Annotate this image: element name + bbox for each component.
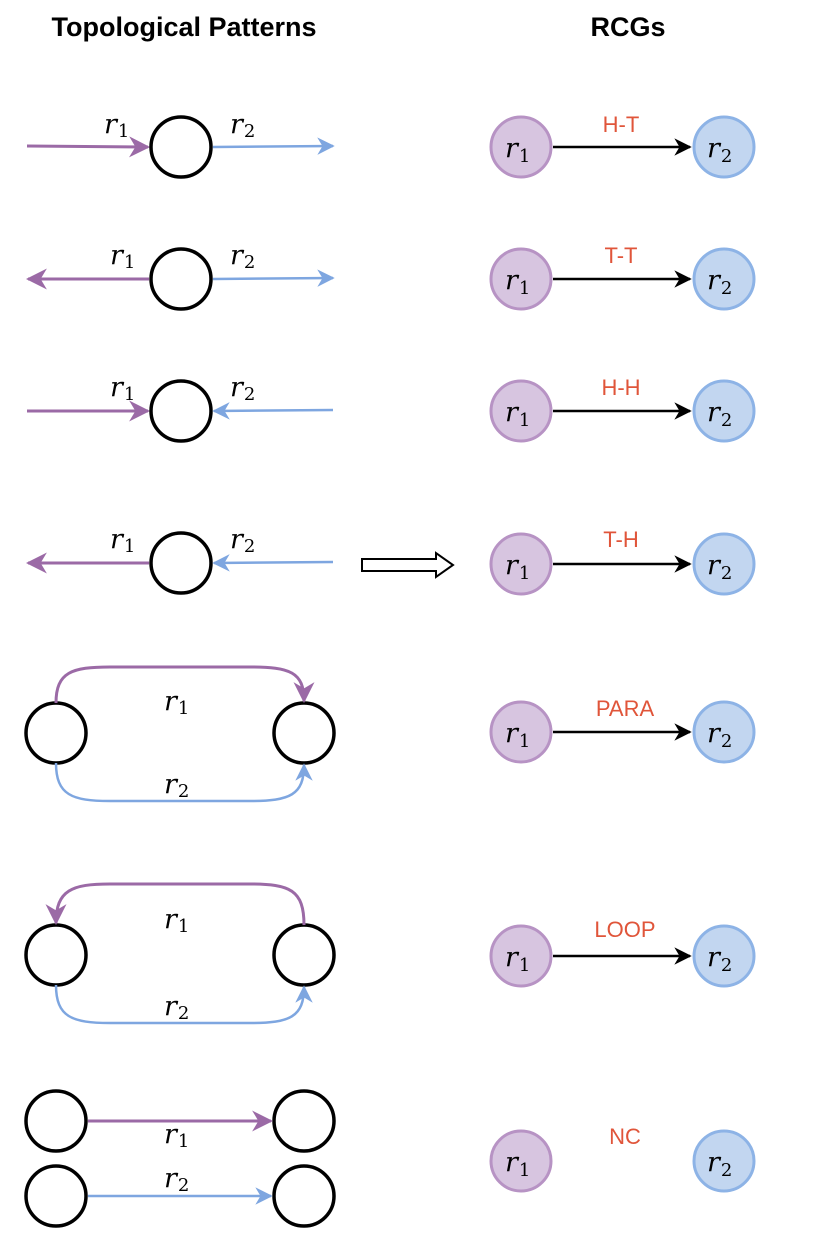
rcg-label: H-H [601,375,640,400]
rcg-nc: NC r1 r2 [489,1124,756,1193]
r1-node [489,1129,553,1193]
rcg-label: LOOP [594,917,655,942]
r2-edge [212,269,335,287]
rcg-hh: H-H r1 r2 [489,375,756,443]
rcg-ht: H-T r1 r2 [489,112,756,179]
r2-node-label: r2 [707,133,732,167]
entity-node-bottom-left [24,1164,88,1228]
r2-label: r2 [230,240,255,273]
rcg-label: T-T [605,243,638,268]
r2-label: r2 [164,769,189,802]
r1-label: r1 [164,1119,189,1152]
rcg-label: PARA [596,696,655,721]
r2-node [692,379,756,443]
r1-node [489,247,553,311]
r2-label: r2 [230,524,255,557]
r2-label: r2 [230,372,255,405]
pattern-loop: r1 r2 [24,882,336,1025]
r1-label: r1 [164,904,189,937]
r1-node-label: r1 [505,1147,530,1181]
r2-label: r2 [164,991,189,1024]
r2-edge [54,984,313,1025]
r2-node-label: r2 [707,942,732,976]
r1-node [489,379,553,443]
r2-node [692,1129,756,1193]
r1-label: r1 [164,686,189,719]
r1-node-label: r1 [505,397,530,431]
entity-node-left [24,701,88,765]
r2-node [692,115,756,179]
r1-node-label: r1 [505,133,530,167]
rcg-loop: LOOP r1 r2 [489,917,756,988]
r1-label: r1 [104,109,129,142]
r1-edge [54,665,315,704]
r2-node [692,924,756,988]
r2-node-label: r2 [707,265,732,299]
r1-node [489,115,553,179]
rcg-para: PARA r1 r2 [489,696,756,764]
entity-node [149,379,213,443]
entity-node [149,531,213,595]
rcg-tt: T-T r1 r2 [489,243,756,311]
transform-arrow [361,551,455,579]
entity-node-top-left [24,1089,88,1153]
rcg-th: T-H r1 r2 [489,527,756,596]
r2-label: r2 [230,109,255,142]
r1-node-label: r1 [505,550,530,584]
r2-edge [212,402,334,420]
pattern-nc: r1 r2 [24,1089,336,1228]
r2-edge [212,137,335,155]
r2-node-label: r2 [707,1147,732,1181]
r2-node [692,700,756,764]
rcg-label: H-T [603,112,640,137]
r2-node [692,247,756,311]
r1-label: r1 [110,524,135,557]
r2-label: r2 [164,1163,189,1196]
r1-edge [45,882,306,926]
r2-edge [54,762,313,803]
pattern-para: r1 r2 [24,665,336,803]
r1-node [489,532,553,596]
entity-node-bottom-right [272,1164,336,1228]
r1-label: r1 [110,240,135,273]
pattern-th: r1 r2 [25,524,334,595]
r2-node-label: r2 [707,397,732,431]
left-header: Topological Patterns [51,12,316,42]
entity-node [149,247,213,311]
r2-node-label: r2 [707,550,732,584]
entity-node-right [272,701,336,765]
r1-node [489,700,553,764]
r2-edge [212,554,334,572]
r1-label: r1 [110,372,135,405]
entity-node-right [272,923,336,987]
r1-edge [26,136,151,158]
r2-node-label: r2 [707,718,732,752]
entity-node [149,115,213,179]
rcg-label: T-H [603,527,638,552]
r1-node [489,924,553,988]
r1-node-label: r1 [505,265,530,299]
r1-node-label: r1 [505,942,530,976]
pattern-hh: r1 r2 [27,372,334,443]
entity-node-top-right [272,1089,336,1153]
entity-node-left [24,923,88,987]
pattern-tt: r1 r2 [25,240,335,311]
r2-node [692,532,756,596]
pattern-ht: r1 r2 [26,109,335,179]
right-header: RCGs [590,12,665,42]
rcg-label: NC [609,1124,641,1149]
r1-node-label: r1 [505,718,530,752]
